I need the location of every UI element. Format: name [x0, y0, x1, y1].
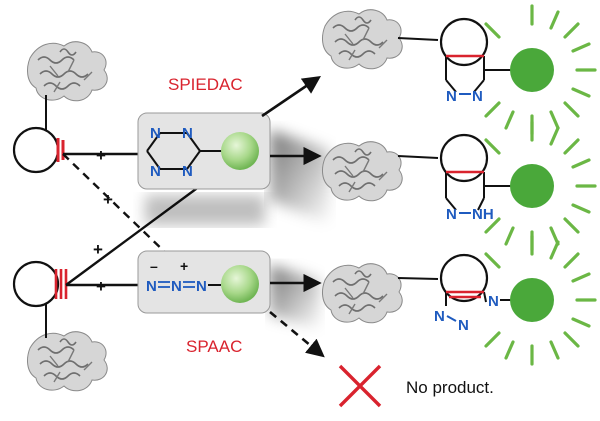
- plus-sign: +: [93, 240, 103, 259]
- product-triazole: N N N: [321, 253, 512, 334]
- dashed-ring1-to-azide: [62, 153, 169, 256]
- tetrazine-reagent: N N N N: [137, 112, 271, 190]
- reagent-ball: [221, 132, 259, 170]
- azide-reagent: – + N N N: [137, 250, 271, 314]
- atom-n: N: [458, 317, 469, 334]
- protein-bottom-left: [26, 330, 109, 392]
- atom-n: N: [446, 88, 457, 105]
- plus-sign: +: [103, 190, 113, 209]
- cyclooctene-ring: [12, 126, 65, 174]
- no-product-cross-icon: [338, 364, 382, 408]
- spaac-label: SPAAC: [186, 337, 242, 356]
- atom-n: N: [150, 125, 161, 142]
- atom-n: N: [434, 308, 445, 325]
- no-product-label: No product.: [406, 378, 494, 397]
- arrow-to-product-1: [261, 75, 322, 118]
- cyclooctyne-ring: [12, 260, 68, 308]
- atom-nh: NH: [472, 206, 494, 223]
- minus-charge: –: [150, 258, 158, 274]
- atom-n: N: [488, 293, 499, 310]
- plus-sign: +: [96, 146, 106, 165]
- atom-n: N: [446, 206, 457, 223]
- atom-n: N: [196, 278, 207, 295]
- plus-charge: +: [180, 258, 188, 274]
- product-pyridazine: N N: [321, 8, 512, 105]
- spiedac-label: SPIEDAC: [168, 75, 243, 94]
- atom-n: N: [146, 278, 157, 295]
- plus-sign: +: [96, 277, 106, 296]
- atom-n: N: [150, 163, 161, 180]
- protein-top-left: [26, 40, 109, 102]
- atom-n: N: [182, 125, 193, 142]
- fluorophore-sun-2: [484, 120, 597, 252]
- product-dihydropyridazine: N NH: [321, 133, 512, 223]
- atom-n: N: [182, 163, 193, 180]
- fluorophore-sun-3: [484, 234, 597, 366]
- atom-n: N: [472, 88, 483, 105]
- atom-n: N: [171, 278, 182, 295]
- reagent-ball: [221, 265, 259, 303]
- arrow-to-no-product: [269, 310, 325, 358]
